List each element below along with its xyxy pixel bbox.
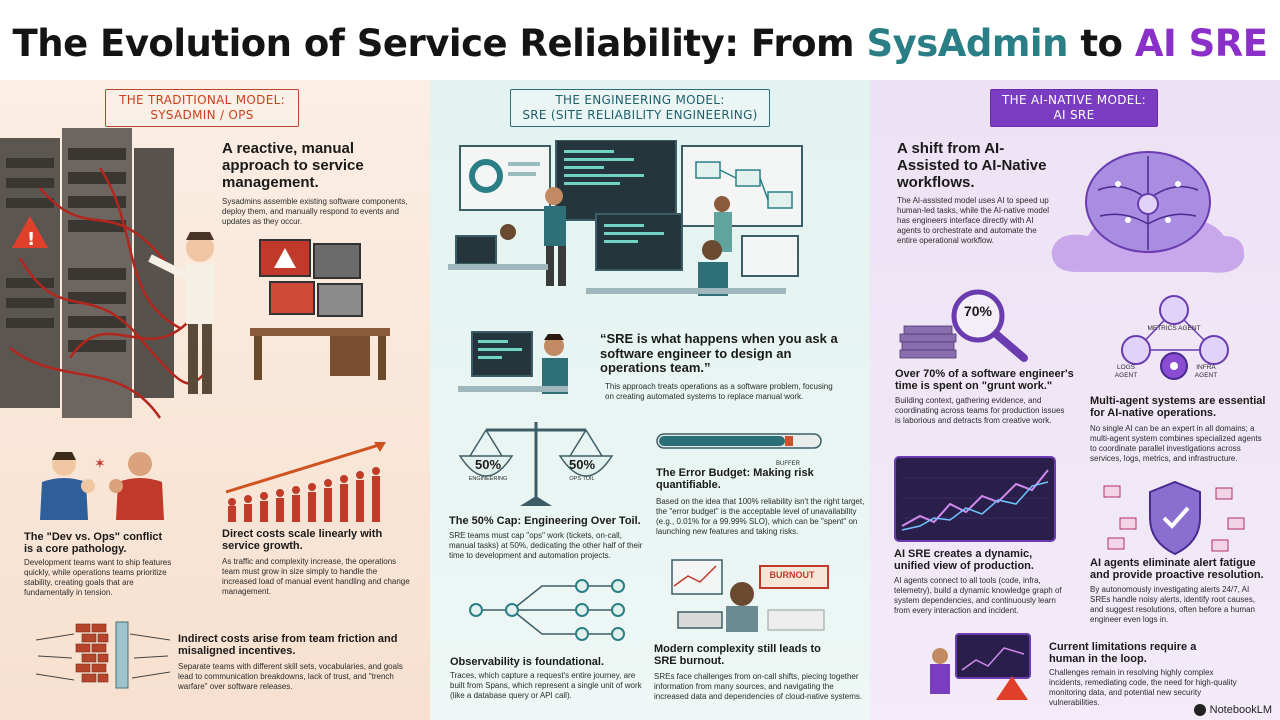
ai-native-badge-line1: THE AI-NATIVE MODEL: — [1002, 93, 1146, 107]
shield-alerts-illustration — [1103, 480, 1245, 556]
observability-body: Traces, which capture a request's entire… — [450, 671, 642, 700]
burnout-illustration — [671, 559, 829, 632]
dev-vs-ops-illustration: ✶ — [40, 452, 164, 520]
multi-agent-body: No single AI can be an expert in all dom… — [1090, 424, 1262, 463]
ai-native-badge: THE AI-NATIVE MODEL: AI SRE — [990, 89, 1158, 127]
direct-costs-title: Direct costs scale linearly with service… — [222, 528, 383, 553]
title-to: to — [1067, 22, 1135, 65]
burnout-title: Modern complexity still leads to SRE bur… — [654, 643, 821, 668]
svg-text:✶: ✶ — [94, 456, 106, 472]
scale-left-label: ENGINEERING — [468, 476, 508, 482]
wall-divide-illustration — [35, 621, 171, 689]
unified-view-chart-illustration — [894, 456, 1056, 542]
engineering-badge: THE ENGINEERING MODEL: SRE (SITE RELIABI… — [510, 89, 770, 127]
reactive-title: A reactive, manual approach to service m… — [222, 140, 364, 191]
ai-brain-illustration — [1051, 151, 1245, 273]
ai-shift-body: The AI-assisted model uses AI to speed u… — [897, 196, 1050, 245]
balance-scale-illustration — [458, 422, 614, 506]
metrics-agent-label: METRICS AGENT — [1147, 325, 1201, 332]
title-sysadmin: SysAdmin — [866, 22, 1068, 65]
sre-office-illustration — [448, 140, 803, 296]
dev-ops-body: Development teams want to ship features … — [24, 558, 172, 597]
multi-agent-illustration — [1121, 295, 1229, 380]
scale-right-percent: 50% — [568, 457, 596, 472]
indirect-costs-title: Indirect costs arise from team friction … — [178, 633, 398, 658]
error-budget-body: Based on the idea that 100% reliability … — [656, 497, 865, 536]
ai-native-column — [870, 80, 1280, 720]
human-in-loop-illustration — [930, 633, 1031, 700]
grunt-work-body: Building context, gathering evidence, an… — [895, 396, 1065, 425]
fifty-percent-cap-body: SRE teams must cap "ops" work (tickets, … — [449, 531, 643, 560]
title-text: The Evolution of Service Reliability: Fr… — [12, 22, 867, 65]
sre-quote-title: “SRE is what happens when you ask a soft… — [600, 331, 838, 376]
engineer-at-desk-illustration — [458, 331, 568, 394]
grunt-work-title: Over 70% of a software engineer's time i… — [895, 368, 1074, 393]
limitations-body: Challenges remain in resolving highly co… — [1049, 668, 1237, 707]
alert-fatigue-title: AI agents eliminate alert fatigue and pr… — [1090, 557, 1264, 582]
infra-agent-label: INFRA AGENT — [1194, 364, 1218, 379]
page-title: The Evolution of Service Reliability: Fr… — [0, 22, 1280, 65]
traditional-badge-line1: THE TRADITIONAL MODEL: — [119, 93, 285, 107]
sre-quote-body: This approach treats operations as a sof… — [605, 382, 833, 401]
unified-view-title: AI SRE creates a dynamic, unified view o… — [894, 548, 1034, 573]
traditional-badge-line2: SYSADMIN / OPS — [150, 108, 254, 122]
error-budget-bar — [656, 433, 822, 449]
notebooklm-label: NotebookLM — [1209, 704, 1272, 716]
burnout-sign: BURNOUT — [769, 570, 815, 580]
notebooklm-logo-icon — [1193, 704, 1206, 716]
logs-agent-label: LOGS AGENT — [1114, 364, 1138, 379]
buffer-label: BUFFER — [776, 461, 800, 467]
trace-spans-illustration — [469, 579, 625, 641]
ai-shift-title: A shift from AI-Assisted to AI-Native wo… — [897, 140, 1047, 191]
ai-native-badge-line2: AI SRE — [1053, 108, 1095, 122]
multi-agent-title: Multi-agent systems are essential for AI… — [1090, 395, 1266, 420]
traditional-badge: THE TRADITIONAL MODEL: SYSADMIN / OPS — [105, 89, 299, 127]
alert-fatigue-body: By autonomously investigating alerts 24/… — [1090, 585, 1255, 624]
desk-monitors-illustration — [250, 239, 390, 380]
burnout-body: SREs face challenges from on-call shifts… — [654, 672, 863, 701]
team-growth-illustration — [225, 442, 386, 522]
magnifier-stat-illustration — [899, 289, 1028, 362]
dev-ops-title: The "Dev vs. Ops" conflict is a core pat… — [24, 531, 163, 556]
engineering-badge-line1: THE ENGINEERING MODEL: — [555, 93, 725, 107]
indirect-costs-body: Separate teams with different skill sets… — [178, 662, 403, 691]
svg-text:!: ! — [27, 229, 35, 250]
reactive-body: Sysadmins assemble existing software com… — [222, 197, 408, 226]
title-ai-sre: AI SRE — [1134, 22, 1268, 65]
fifty-percent-cap-title: The 50% Cap: Engineering Over Toil. — [449, 515, 641, 527]
unified-view-body: AI agents connect to all tools (code, in… — [894, 576, 1062, 615]
scale-right-label: OPS TOIL — [569, 476, 595, 482]
limitations-title: Current limitations require a human in t… — [1049, 641, 1197, 666]
notebooklm-brand: NotebookLM — [1193, 704, 1272, 716]
scale-left-percent: 50% — [474, 457, 502, 472]
engineering-badge-line2: SRE (SITE RELIABILITY ENGINEERING) — [522, 108, 758, 122]
grunt-work-stat: 70% — [963, 303, 993, 319]
observability-title: Observability is foundational. — [450, 656, 605, 668]
server-room-illustration: ! — [0, 128, 214, 419]
direct-costs-body: As traffic and complexity increase, the … — [222, 557, 410, 596]
error-budget-title: The Error Budget: Making risk quantifiab… — [656, 467, 814, 492]
